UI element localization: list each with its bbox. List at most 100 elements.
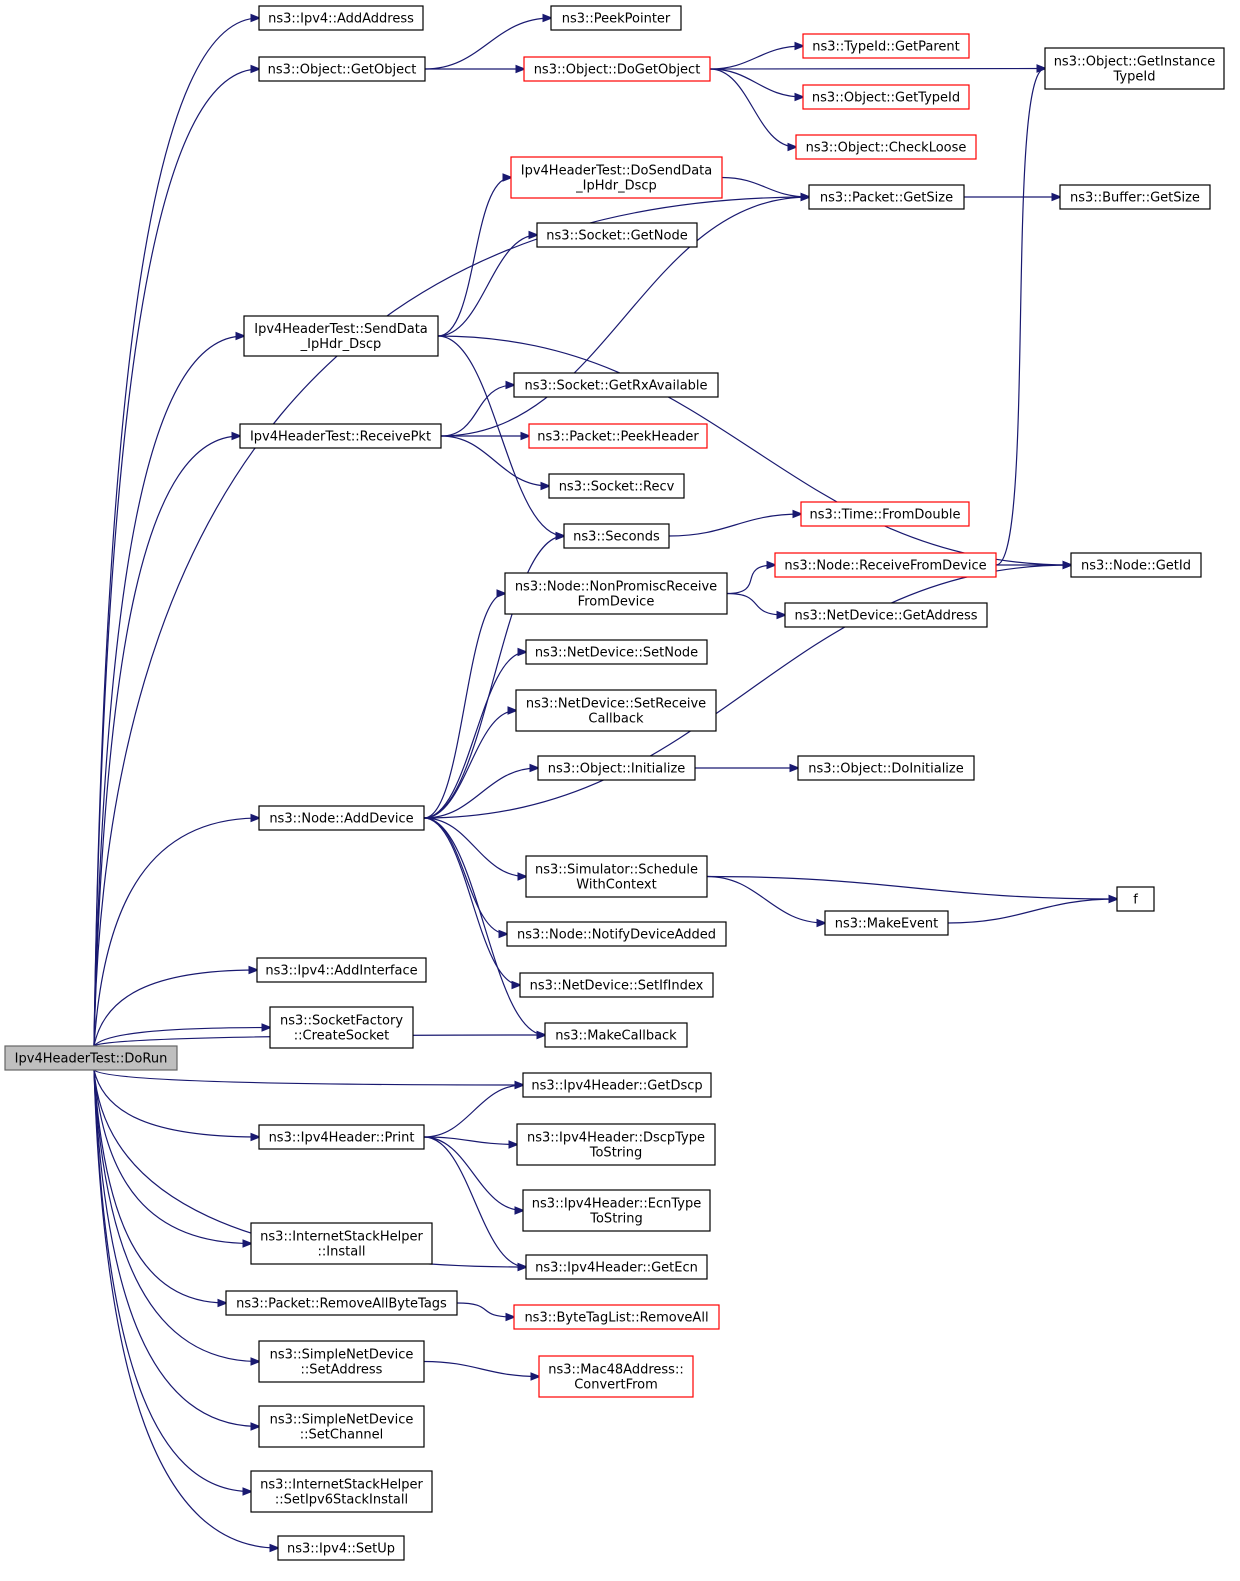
node-label: _IpHdr_Dscp	[575, 179, 657, 194]
node-dogetobject[interactable]: ns3::Object::DoGetObject	[523, 56, 711, 82]
node-box	[795, 134, 977, 160]
node-gettypeid[interactable]: ns3::Object::GetTypeId	[802, 84, 970, 110]
node-dosenddata[interactable]: Ipv4HeaderTest::DoSendData_IpHdr_Dscp	[510, 156, 723, 199]
node-adddevice[interactable]: ns3::Node::AddDevice	[258, 805, 425, 831]
node-peekheader[interactable]: ns3::Packet::PeekHeader	[528, 423, 708, 449]
edge-adddevice-initialize	[423, 768, 538, 819]
node-box	[525, 639, 708, 665]
node-receivepkt[interactable]: Ipv4HeaderTest::ReceivePkt	[239, 423, 442, 449]
node-box	[522, 1189, 711, 1232]
node-label: ns3::Object::GetInstance	[1054, 55, 1216, 70]
node-box	[258, 5, 424, 31]
edge-adddevice-schedulewithcontext	[423, 817, 526, 877]
node-label: ::SetChannel	[300, 1428, 383, 1443]
node-fromdouble[interactable]: ns3::Time::FromDouble	[800, 501, 970, 527]
node-label: ns3::Node::NonPromiscReceive	[515, 580, 717, 595]
node-box	[550, 5, 682, 31]
node-setup[interactable]: ns3::Ipv4::SetUp	[277, 1535, 405, 1561]
node-getecn[interactable]: ns3::Ipv4Header::GetEcn	[525, 1254, 708, 1280]
node-label: _IpHdr_Dscp	[300, 337, 382, 352]
node-nodegetid[interactable]: ns3::Node::GetId	[1070, 552, 1202, 578]
node-receivefromdevice[interactable]: ns3::Node::ReceiveFromDevice	[774, 552, 997, 578]
node-makeevent[interactable]: ns3::MakeEvent	[824, 910, 949, 936]
node-setipv6stackinstall[interactable]: ns3::InternetStackHelper::SetIpv6StackIn…	[250, 1470, 433, 1513]
edge-adddevice-makecallback	[423, 817, 545, 1035]
node-label: ns3::SimpleNetDevice	[270, 1413, 414, 1428]
node-box	[797, 755, 975, 781]
node-dorun: Ipv4HeaderTest::DoRun	[4, 1045, 178, 1071]
node-box	[258, 805, 425, 831]
edge-dorun-addaddress	[93, 18, 259, 1047]
node-box	[774, 552, 997, 578]
node-print[interactable]: ns3::Ipv4Header::Print	[258, 1124, 425, 1150]
edge-adddevice-seconds	[423, 536, 564, 819]
edge-dorun-packetgetsize	[93, 197, 809, 1047]
edge-receivepkt-getrxavailable	[440, 385, 514, 437]
node-removeall[interactable]: ns3::ByteTagList::RemoveAll	[513, 1304, 720, 1330]
node-getdscp[interactable]: ns3::Ipv4Header::GetDscp	[522, 1072, 712, 1098]
node-convertfrom[interactable]: ns3::Mac48Address::ConvertFrom	[538, 1355, 694, 1398]
node-box	[277, 1535, 405, 1561]
node-box	[538, 1355, 694, 1398]
node-peekpointer[interactable]: ns3::PeekPointer	[550, 5, 682, 31]
node-removeallbytetags[interactable]: ns3::Packet::RemoveAllByteTags	[225, 1290, 458, 1316]
node-box	[258, 1124, 425, 1150]
node-seconds[interactable]: ns3::Seconds	[563, 523, 670, 549]
node-getobject[interactable]: ns3::Object::GetObject	[258, 56, 426, 82]
edge-adddevice-setreceivecallback	[423, 711, 516, 819]
node-label: f	[1133, 893, 1138, 908]
node-getrxavailable[interactable]: ns3::Socket::GetRxAvailable	[513, 372, 719, 398]
node-addinterface[interactable]: ns3::Ipv4::AddInterface	[256, 957, 427, 983]
node-box	[250, 1222, 433, 1265]
node-label: ns3::NetDevice::SetNode	[535, 646, 698, 661]
edge-print-dscptypetostring	[423, 1136, 517, 1145]
node-setifindex[interactable]: ns3::NetDevice::SetIfIndex	[519, 972, 714, 998]
node-doinitialize[interactable]: ns3::Object::DoInitialize	[797, 755, 975, 781]
node-label: TypeId	[1113, 70, 1156, 85]
node-setnode[interactable]: ns3::NetDevice::SetNode	[525, 639, 708, 665]
node-label: ToString	[589, 1212, 642, 1227]
node-label: ns3::MakeCallback	[555, 1029, 677, 1044]
node-label: ns3::Socket::Recv	[559, 480, 675, 495]
edge-senddata-dosenddata	[437, 178, 511, 337]
node-addaddress[interactable]: ns3::Ipv4::AddAddress	[258, 5, 424, 31]
node-box	[258, 1340, 425, 1383]
edge-senddata-socketgetnode	[437, 235, 537, 337]
edge-receivefromdevice-getinstancetypeid	[995, 69, 1045, 566]
node-label: ns3::Node::GetId	[1081, 559, 1191, 574]
node-senddata[interactable]: Ipv4HeaderTest::SendData_IpHdr_Dscp	[243, 315, 439, 357]
node-box	[800, 501, 970, 527]
node-label: ns3::Object::DoInitialize	[808, 762, 964, 777]
node-install[interactable]: ns3::InternetStackHelper::Install	[250, 1222, 433, 1265]
node-recv[interactable]: ns3::Socket::Recv	[548, 473, 685, 499]
node-setchannel[interactable]: ns3::SimpleNetDevice::SetChannel	[258, 1405, 425, 1448]
node-f[interactable]: f	[1116, 886, 1155, 912]
node-label: ns3::Simulator::Schedule	[535, 863, 698, 878]
node-netdevgetaddress[interactable]: ns3::NetDevice::GetAddress	[784, 602, 988, 628]
node-packetgetsize[interactable]: ns3::Packet::GetSize	[808, 184, 965, 210]
node-createsocket[interactable]: ns3::SocketFactory::CreateSocket	[269, 1006, 414, 1049]
node-box	[528, 423, 708, 449]
edge-seconds-fromdouble	[668, 514, 801, 537]
node-label: Ipv4HeaderTest::DoRun	[15, 1052, 168, 1067]
node-getparent[interactable]: ns3::TypeId::GetParent	[802, 33, 970, 59]
node-label: Ipv4HeaderTest::SendData	[254, 322, 428, 337]
node-label: WithContext	[576, 878, 656, 893]
node-label: ns3::NetDevice::SetIfIndex	[530, 979, 704, 994]
node-initialize[interactable]: ns3::Object::Initialize	[537, 755, 696, 781]
node-checkloose[interactable]: ns3::Object::CheckLoose	[795, 134, 977, 160]
node-socketgetnode[interactable]: ns3::Socket::GetNode	[536, 222, 698, 248]
node-setaddress[interactable]: ns3::SimpleNetDevice::SetAddress	[258, 1340, 425, 1383]
node-notifydeviceadded[interactable]: ns3::Node::NotifyDeviceAdded	[506, 921, 727, 947]
node-buffergetsize[interactable]: ns3::Buffer::GetSize	[1059, 184, 1211, 210]
node-label: ns3::InternetStackHelper	[260, 1478, 423, 1493]
edge-print-getecn	[423, 1136, 526, 1267]
node-makecallback[interactable]: ns3::MakeCallback	[544, 1022, 688, 1048]
edge-dorun-install	[93, 1069, 251, 1244]
